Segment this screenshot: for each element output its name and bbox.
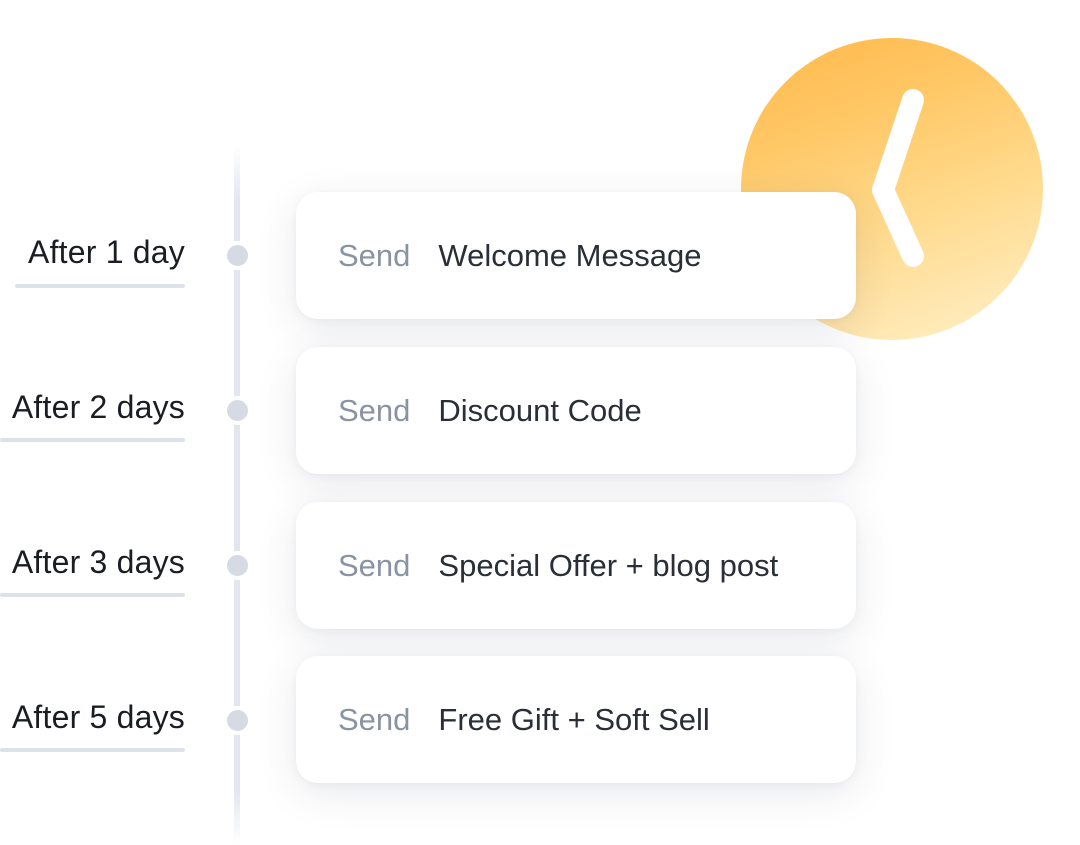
card-message: Discount Code	[438, 392, 642, 428]
card-verb: Send	[338, 701, 411, 737]
message-card[interactable]: Send Discount Code	[296, 347, 856, 474]
card-verb: Send	[338, 237, 411, 273]
card-message: Special Offer + blog post	[438, 547, 779, 583]
timeline-dot	[223, 396, 252, 425]
delay-underline	[0, 593, 185, 597]
delay-label: After 1 day	[28, 234, 185, 270]
message-card[interactable]: Send Special Offer + blog post	[296, 502, 856, 629]
card-message: Free Gift + Soft Sell	[438, 701, 710, 737]
delay-label: After 3 days	[11, 544, 185, 580]
card-message: Welcome Message	[438, 237, 702, 273]
delay-label: After 5 days	[11, 699, 185, 735]
card-verb: Send	[338, 392, 411, 428]
timeline-dot	[223, 551, 252, 580]
timeline-line	[234, 145, 240, 845]
message-card[interactable]: Send Welcome Message	[296, 192, 856, 319]
delay-underline	[15, 284, 185, 288]
card-verb: Send	[338, 547, 411, 583]
delay-label: After 2 days	[11, 389, 185, 425]
message-card[interactable]: Send Free Gift + Soft Sell	[296, 656, 856, 783]
delay-underline	[0, 438, 185, 442]
delay-underline	[0, 748, 185, 752]
timeline-dot	[223, 241, 252, 270]
timeline-dot	[223, 706, 252, 735]
clock-hand-icon	[872, 89, 924, 267]
